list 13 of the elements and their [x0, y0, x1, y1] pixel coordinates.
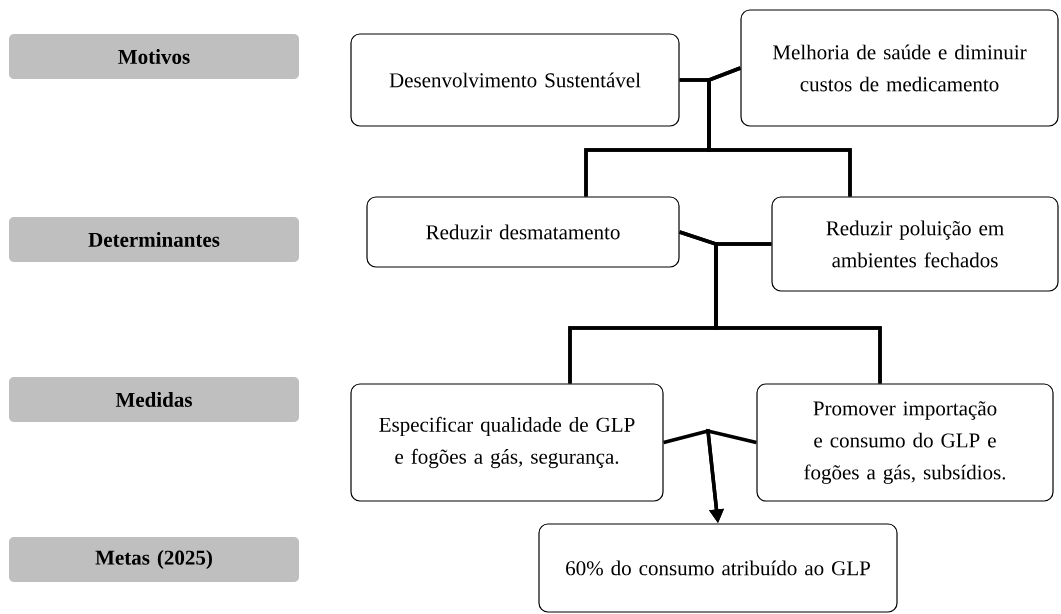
connector-line: [707, 66, 852, 197]
connector-line: [714, 242, 882, 384]
level-label: Metas (2025): [9, 537, 299, 582]
process-box: Reduzir poluição em ambientes fechados: [771, 196, 1059, 292]
process-box: Melhoria de saúde e diminuir custos de medicamento: [740, 9, 1059, 127]
process-box: Promover importação e consumo do GLP e fogões a gás, subsídios.: [756, 383, 1054, 502]
level-label: Determinantes: [9, 217, 299, 262]
level-label: Motivos: [9, 34, 299, 79]
process-box: Reduzir desmatamento: [366, 196, 680, 268]
level-label: Medidas: [9, 377, 299, 422]
process-box: 60% do consumo atribuído ao GLP: [538, 523, 898, 613]
process-box: Desenvolvimento Sustentável: [350, 33, 680, 127]
process-box: Especificar qualidade de GLP e fogões a gás, segurança.: [350, 383, 664, 502]
